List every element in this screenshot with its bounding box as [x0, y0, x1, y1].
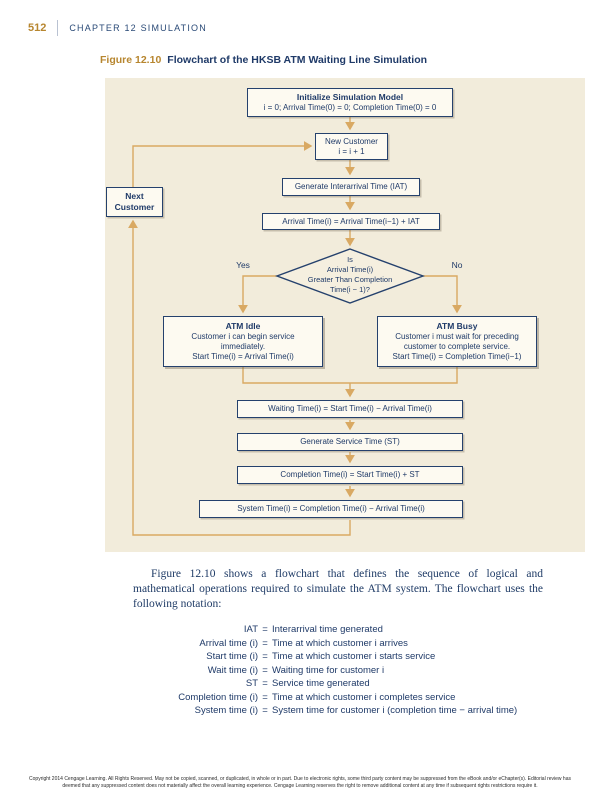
notation-row: Start time (i) = Time at which customer … — [80, 650, 530, 664]
notation-equals: = — [262, 651, 268, 662]
notation-equals: = — [262, 624, 268, 635]
node-new-customer: New Customer i = i + 1 — [315, 133, 388, 160]
flowchart-connectors — [128, 117, 462, 536]
notation-row: Arrival time (i) = Time at which custome… — [80, 637, 530, 651]
notation-equals: = — [262, 637, 268, 649]
copyright-line1: Copyright 2014 Cengage Learning. All Rig… — [29, 776, 571, 782]
node-atm-busy-line3: Start Time(i) = Completion Time(i−1) — [392, 351, 522, 361]
notation-definition: Time at which customer i arrives — [272, 637, 408, 649]
notation-definition: Interarrival time generated — [272, 624, 383, 635]
node-next-customer: Next Customer — [106, 187, 163, 217]
notation-term: Start time (i) — [206, 651, 258, 662]
node-initialize-title: Initialize Simulation Model — [296, 92, 404, 103]
notation-definition: Waiting time for customer i — [272, 664, 385, 676]
node-arrival-time: Arrival Time(i) = Arrival Time(i−1) + IA… — [262, 213, 440, 230]
decision-line3: Greater Than Completion — [307, 275, 393, 284]
node-initialize: Initialize Simulation Model i = 0; Arriv… — [247, 88, 453, 117]
notation-row: ST = Service time generated — [80, 677, 530, 691]
notation-term: System time (i) — [194, 705, 258, 716]
flowchart-panel: Initialize Simulation Model i = 0; Arriv… — [105, 78, 585, 552]
notation-equals: = — [262, 691, 268, 703]
node-system-time-label: System Time(i) = Completion Time(i) − Ar… — [237, 504, 425, 513]
notation-row: System time (i) = System time for custom… — [80, 704, 530, 718]
decision-diamond — [274, 248, 426, 304]
notation-term: IAT — [243, 624, 258, 635]
node-atm-idle-title: ATM Idle — [225, 321, 261, 332]
node-completion-time: Completion Time(i) = Start Time(i) + ST — [237, 466, 463, 484]
notation-definition: System time for customer i (completion t… — [272, 705, 518, 716]
body-paragraph: Figure 12.10 shows a flowchart that defi… — [133, 568, 543, 610]
notation-term: Wait time (i) — [207, 664, 258, 676]
node-atm-busy: ATM Busy Customer i must wait for preced… — [377, 316, 537, 367]
node-atm-busy-line2: customer to complete service. — [403, 341, 511, 351]
node-next-customer-line1: Next — [125, 191, 144, 202]
notation-definition: Time at which customer i starts service — [272, 651, 436, 662]
notation-definition: Service time generated — [272, 678, 370, 689]
notation-term: Completion time (i) — [178, 691, 258, 703]
figure-label: Figure 12.10 — [100, 54, 162, 66]
node-next-customer-line2: Customer — [114, 202, 155, 212]
figure-title: Flowchart of the HKSB ATM Waiting Line S… — [167, 54, 428, 66]
notation-term: Arrival time (i) — [199, 637, 258, 649]
chapter-header: CHAPTER 12 SIMULATION — [69, 23, 207, 33]
notation-row: IAT = Interarrival time generated — [80, 623, 530, 637]
node-atm-busy-line1: Customer i must wait for preceding — [395, 331, 519, 341]
node-waiting-time: Waiting Time(i) = Start Time(i) − Arriva… — [237, 400, 463, 418]
branch-yes-label: Yes — [236, 260, 250, 270]
page-header: 512 CHAPTER 12 SIMULATION — [28, 20, 207, 36]
notation-term: ST — [245, 678, 258, 689]
decision-text: Is Arrival Time(i) Greater Than Completi… — [285, 250, 415, 300]
notation-list: IAT = Interarrival time generated Arriva… — [80, 623, 530, 718]
node-atm-idle-line1: Customer i can begin service — [191, 331, 295, 341]
node-atm-idle-line2: immediately. — [220, 341, 266, 351]
decision-line2: Arrival Time(i) — [326, 264, 374, 274]
header-divider — [57, 20, 59, 36]
notation-equals: = — [262, 705, 268, 716]
notation-row: Wait time (i) = Waiting time for custome… — [80, 664, 530, 678]
notation-equals: = — [262, 678, 268, 689]
node-arrival-time-label: Arrival Time(i) = Arrival Time(i−1) + IA… — [282, 216, 420, 226]
notation-definition: Time at which customer i completes servi… — [272, 691, 456, 703]
node-atm-idle-line3: Start Time(i) = Arrival Time(i) — [192, 351, 294, 361]
decision-line1: Is — [347, 254, 353, 264]
figure-caption: Figure 12.10 Flowchart of the HKSB ATM Wa… — [100, 54, 427, 66]
copyright-line2: deemed that any suppressed content does … — [62, 783, 538, 789]
notation-equals: = — [262, 664, 268, 676]
node-generate-st: Generate Service Time (ST) — [237, 433, 463, 451]
node-generate-st-label: Generate Service Time (ST) — [300, 437, 400, 446]
branch-no-label: No — [451, 260, 463, 270]
copyright-footer: Copyright 2014 Cengage Learning. All Rig… — [12, 776, 588, 790]
node-initialize-body: i = 0; Arrival Time(0) = 0; Completion T… — [263, 102, 437, 112]
node-waiting-time-label: Waiting Time(i) = Start Time(i) − Arriva… — [268, 404, 432, 413]
node-atm-busy-title: ATM Busy — [436, 321, 478, 332]
node-generate-iat-label: Generate Interarrival Time (IAT) — [294, 182, 408, 191]
decision-line4: Time(i − 1)? — [330, 285, 370, 295]
node-new-customer-body: i = i + 1 — [338, 146, 365, 156]
page-number: 512 — [28, 22, 47, 34]
node-completion-time-label: Completion Time(i) = Start Time(i) + ST — [280, 470, 420, 479]
notation-row: Completion time (i) = Time at which cust… — [80, 691, 530, 705]
node-atm-idle: ATM Idle Customer i can begin service im… — [163, 316, 323, 367]
node-generate-iat: Generate Interarrival Time (IAT) — [282, 178, 420, 196]
node-system-time: System Time(i) = Completion Time(i) − Ar… — [199, 500, 463, 518]
node-new-customer-title: New Customer — [325, 136, 378, 146]
